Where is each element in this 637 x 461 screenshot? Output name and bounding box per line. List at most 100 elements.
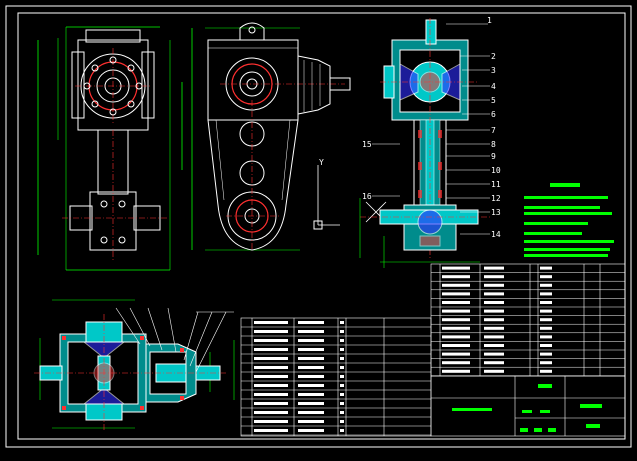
parts-list-left-cell-mark: [298, 420, 324, 423]
parts-list-left-cell-mark: [254, 330, 288, 333]
parts-list-left-cell-mark: [254, 357, 288, 360]
parts-list-left-cell-mark: [340, 348, 344, 351]
parts-list-right-cell-mark: [540, 275, 552, 279]
parts-list-left-cell-mark: [340, 330, 344, 333]
parts-list-right-cell-mark: [484, 266, 504, 270]
parts-list-left-cell-mark: [254, 375, 288, 378]
parts-list-right-cell-mark: [484, 318, 504, 322]
parts-list-left-cell-mark: [340, 339, 344, 342]
inner-frame: [17, 12, 626, 440]
parts-list-left-cell-mark: [254, 393, 288, 396]
parts-list-left-cell-mark: [254, 411, 288, 414]
balloon-15: 15: [362, 140, 372, 149]
parts-list-right-cell-mark: [442, 344, 470, 347]
parts-list-right-cell-mark: [484, 361, 504, 365]
balloon-7: 7: [491, 126, 496, 135]
outer-frame: [5, 5, 632, 448]
parts-list-right-cell-mark: [442, 266, 470, 270]
parts-list-left-cell-mark: [254, 366, 288, 369]
balloon-13: 13: [491, 208, 501, 217]
parts-list-left-cell-mark: [340, 411, 344, 414]
ucs-axis-icon: [313, 165, 387, 230]
parts-list-left: [240, 317, 432, 437]
parts-list-right-cell-mark: [484, 369, 504, 373]
parts-list-left-cell-mark: [340, 357, 344, 360]
parts-list-left-cell-mark: [298, 375, 324, 378]
balloon-labels: 1 2 3 4 5 6 7 8 9 10 11 12 13 14 15 16: [362, 16, 501, 239]
parts-list-right-cell-mark: [540, 326, 552, 330]
balloon-16: 16: [362, 192, 372, 201]
parts-list-left-cell-mark: [254, 402, 288, 405]
technical-requirements-block: [524, 183, 614, 257]
balloon-9: 9: [491, 152, 496, 161]
parts-list-left-cell-mark: [340, 402, 344, 405]
parts-list-right-cell-mark: [442, 335, 470, 339]
parts-list-left-cell-mark: [340, 420, 344, 423]
parts-list-right-cell-mark: [484, 344, 504, 347]
parts-list-left-cell-mark: [298, 366, 324, 369]
parts-list-right-cell-mark: [442, 301, 470, 304]
parts-list-right-cell-mark: [484, 352, 504, 356]
parts-list-left-cell-mark: [254, 321, 288, 324]
parts-list-right-cell-mark: [442, 283, 470, 287]
parts-list-left-cell-mark: [254, 384, 288, 387]
parts-list-right-cell-mark: [484, 283, 504, 287]
parts-list-left-cell-mark: [298, 411, 324, 414]
parts-list-left-cell-mark: [254, 348, 288, 351]
parts-list-left-cell-mark: [298, 339, 324, 342]
parts-list-right-cell-mark: [540, 292, 552, 296]
parts-list-right-cell-mark: [540, 301, 552, 304]
parts-list-right-cell-mark: [442, 318, 470, 322]
balloon-12: 12: [491, 194, 501, 203]
parts-list-right-cell-mark: [442, 326, 470, 330]
parts-list-right-cell-mark: [540, 283, 552, 287]
balloon-11: 11: [491, 180, 501, 189]
parts-list-right-cell-mark: [540, 369, 552, 373]
parts-list-left-cell-mark: [298, 348, 324, 351]
parts-list-right-cell-mark: [484, 309, 504, 313]
parts-list-left-cell-mark: [340, 366, 344, 369]
parts-list-right-cell-mark: [540, 335, 552, 339]
parts-list-right-cell-mark: [484, 326, 504, 330]
parts-list-left-cell-mark: [298, 321, 324, 324]
table-row-lines: [241, 266, 625, 436]
parts-list-left-cell-mark: [254, 339, 288, 342]
axis-y-label: Y: [319, 158, 324, 167]
balloon-14: 14: [491, 230, 501, 239]
parts-list-right-cell-mark: [540, 361, 552, 365]
parts-list-left-cell-mark: [340, 384, 344, 387]
balloon-5: 5: [491, 96, 496, 105]
center-side-view: [181, 22, 351, 251]
parts-list-right-cell-mark: [540, 352, 552, 356]
parts-list-left-cell-mark: [298, 402, 324, 405]
parts-list-right-cell-mark: [484, 335, 504, 339]
parts-list-left-cell-mark: [254, 429, 288, 432]
parts-list-right-cell-mark: [484, 275, 504, 279]
balloon-4: 4: [491, 82, 496, 91]
title-block-highlights: [452, 384, 602, 432]
parts-list-left-cell-mark: [298, 384, 324, 387]
parts-list-right-cell-mark: [442, 309, 470, 313]
right-section-view: [359, 18, 490, 268]
parts-list-right-cell-mark: [540, 309, 552, 313]
parts-list-left-cell-mark: [254, 420, 288, 423]
parts-list-right-cell-mark: [540, 344, 552, 347]
parts-list-left-cell-mark: [340, 375, 344, 378]
parts-list-right-cell-mark: [442, 292, 470, 296]
parts-list-left-cell-mark: [340, 429, 344, 432]
balloon-1: 1: [487, 16, 492, 25]
balloon-3: 3: [491, 66, 496, 75]
parts-list-right-cell-mark: [442, 275, 470, 279]
balloon-2: 2: [491, 52, 496, 61]
parts-list-left-cell-mark: [298, 429, 324, 432]
parts-list-right-cell-mark: [540, 266, 552, 270]
balloon-8: 8: [491, 140, 496, 149]
parts-list-left-cell-mark: [298, 393, 324, 396]
balloon-10: 10: [491, 166, 501, 175]
parts-list-left-cell-mark: [298, 330, 324, 333]
parts-list-left-cell-mark: [340, 393, 344, 396]
bottom-left-section-view: [34, 299, 235, 430]
parts-list-right-cell-mark: [540, 318, 552, 322]
